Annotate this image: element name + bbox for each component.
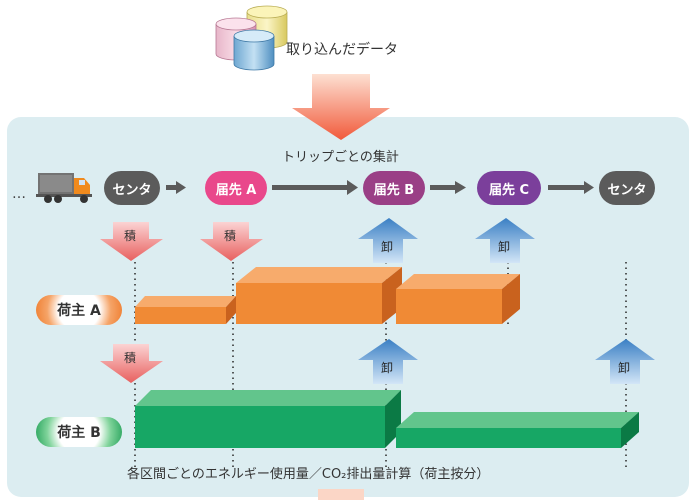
node-dest-a: 届先 A xyxy=(205,171,267,205)
unload-label-1: 卸 xyxy=(381,240,394,254)
node-center-start: センタ xyxy=(104,171,160,205)
route-arrows xyxy=(166,180,594,195)
bottom-caption: 各区間ごとのエネルギー使用量／CO₂排出量計算（荷主按分） xyxy=(127,467,490,482)
load-label-2: 積 xyxy=(224,229,237,243)
truck-icon xyxy=(36,173,92,203)
shipper-a-badge: 荷主 A xyxy=(36,295,122,325)
shipper-b-badge: 荷主 B xyxy=(36,417,122,447)
unload-arrow-4 xyxy=(595,339,655,384)
unload-arrow-3 xyxy=(358,339,418,384)
node-dest-b: 届先 B xyxy=(363,171,425,205)
bottom-arrow-stub xyxy=(318,489,364,500)
imported-data-label: 取り込んだデータ xyxy=(286,42,398,58)
unload-label-4: 卸 xyxy=(618,361,631,375)
shipper-a-bar-2 xyxy=(236,267,402,324)
big-down-arrow xyxy=(292,74,390,140)
database-icon xyxy=(215,5,288,71)
unload-arrow-1 xyxy=(358,218,418,263)
unload-arrow-2 xyxy=(475,218,535,263)
node-dest-c: 届先 C xyxy=(477,171,541,205)
load-arrow-2 xyxy=(200,222,263,261)
unload-label-2: 卸 xyxy=(498,240,511,254)
shipper-a-bar-1 xyxy=(135,296,236,324)
load-arrow-1 xyxy=(100,222,163,261)
shipper-a-bar-3 xyxy=(396,274,520,324)
load-label-3: 積 xyxy=(124,351,137,365)
load-label-1: 積 xyxy=(124,229,137,243)
load-arrow-3 xyxy=(100,344,163,383)
shipper-b-bar-1 xyxy=(135,390,401,448)
unload-label-3: 卸 xyxy=(381,361,394,375)
trip-aggregate-title: トリップごとの集計 xyxy=(282,150,399,165)
shipper-b-bar-2 xyxy=(396,412,639,448)
start-dots: … xyxy=(12,186,26,202)
node-center-end: センタ xyxy=(599,171,655,205)
